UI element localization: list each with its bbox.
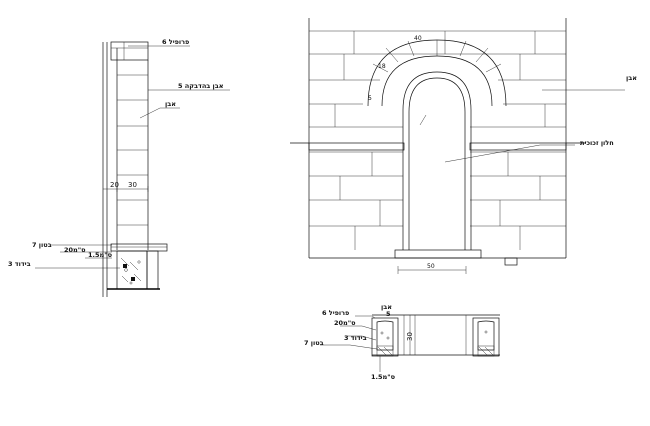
arch-dim-40: 40 xyxy=(414,35,422,42)
label-concrete-7: בטון 7 xyxy=(32,241,52,249)
dim-width: 50 xyxy=(427,263,435,270)
label-stone-cladding: אבן בהדבקה 5 xyxy=(178,82,224,90)
label-elevation-stone: אבן xyxy=(626,74,637,82)
plan-dim-30: 30 xyxy=(406,332,414,341)
dim-30: 30 xyxy=(128,181,137,189)
label-sill-20: 20ס"מ xyxy=(64,246,86,254)
plan-label-insulation-3: 3 בידוד xyxy=(344,334,367,342)
plan-label-concrete-7: בטון 7 xyxy=(304,339,324,347)
label-glass-window: חלון זכוכית xyxy=(580,139,614,147)
plan-label-sill-20: 20ס"מ xyxy=(334,319,356,327)
arch-dim-5: 5 xyxy=(368,95,372,102)
wall-section-detail: 20 30 פרופיל 6 אבן בהדבקה 5 אבן בטון 7 2… xyxy=(8,38,230,297)
label-stone: אבן xyxy=(165,100,176,108)
plan-label-5: 5 xyxy=(386,310,391,318)
arched-window-elevation: 50 40 18 5 אבן חלון זכוכית xyxy=(290,18,637,274)
label-sill-1-5: 1.5ס"מ xyxy=(88,251,113,259)
label-insulation-3: 3 בידוד xyxy=(8,260,31,268)
dim-20: 20 xyxy=(110,181,119,189)
plan-label-profile-6: פרופיל 6 xyxy=(322,309,349,317)
plan-label-stone: אבן xyxy=(381,303,392,311)
arch-dim-18: 18 xyxy=(378,63,386,70)
plan-label-1-5: 1.5ס"מ xyxy=(371,373,396,381)
label-top-profile: פרופיל 6 xyxy=(162,38,189,46)
plan-detail: 30 אבן 5 פרופיל 6 20ס"מ 3 בידוד בטון 7 1… xyxy=(304,303,500,381)
